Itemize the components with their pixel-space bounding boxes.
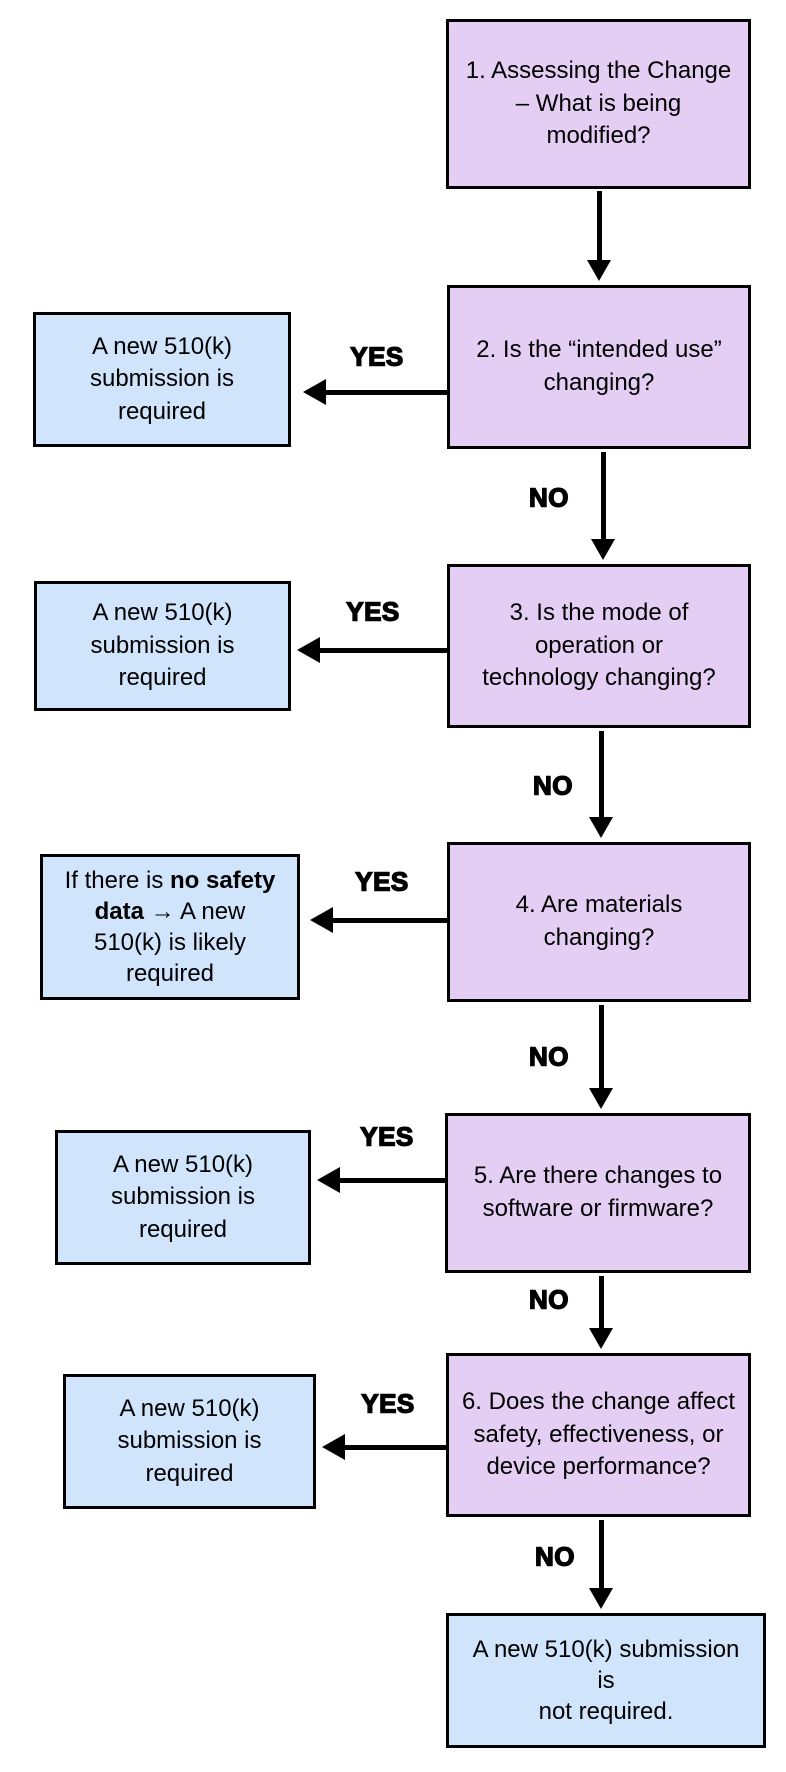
arrow-down-no-6 [589, 1520, 613, 1609]
arrow-down-1 [587, 191, 611, 281]
yes-arrow-5 [317, 1167, 445, 1193]
yes-arrow-3 [297, 637, 447, 663]
node-new-510k-required-1: A new 510(k) submission is required [33, 312, 291, 447]
node-intended-use-question: 2. Is the “intended use” changing? [447, 285, 751, 449]
arrow-shaft [345, 1444, 446, 1450]
arrow-shaft [596, 191, 602, 260]
arrow-shaft [600, 452, 606, 539]
no-label-6: NO [534, 1541, 575, 1572]
yes-label-3: YES [346, 596, 400, 627]
arrow-shaft [333, 917, 447, 923]
no-label-3: NO [532, 770, 573, 801]
arrow-head-icon [303, 379, 326, 405]
arrow-head-icon [591, 539, 615, 560]
arrow-head-icon [589, 1328, 613, 1349]
node-intended-use-question-text: 2. Is the “intended use” changing? [476, 336, 722, 396]
node-materials-question: 4. Are materials changing? [447, 842, 751, 1002]
no-label-5: NO [528, 1284, 569, 1315]
arrow-head-icon [589, 1588, 613, 1609]
node-no-safety-data-result-text: If there is no safety data → A new 510(k… [64, 866, 276, 988]
arrow-down-no-4 [589, 1005, 613, 1109]
arrow-shaft [598, 1005, 604, 1088]
node-mode-technology-question-text: 3. Is the mode of operation or technolog… [482, 599, 716, 692]
node-new-510k-required-3-text: A new 510(k) submission is required [110, 1150, 256, 1243]
arrow-shaft [598, 1276, 604, 1328]
arrow-down-no-2 [591, 452, 615, 560]
node-safety-effectiveness-question: 6. Does the change affect safety, effect… [446, 1353, 751, 1517]
arrow-head-icon [317, 1167, 340, 1193]
no-label-2: NO [528, 482, 569, 513]
no-label-4: NO [528, 1041, 569, 1072]
arrow-head-icon [589, 817, 613, 838]
yes-arrow-6 [322, 1434, 446, 1460]
yes-label-2: YES [350, 341, 404, 372]
yes-label-5: YES [360, 1121, 414, 1152]
yes-arrow-4 [310, 907, 447, 933]
node-new-510k-required-4: A new 510(k) submission is required [63, 1374, 316, 1509]
arrow-down-no-3 [589, 731, 613, 838]
node-assessing-change-text: 1. Assessing the Change – What is being … [465, 57, 732, 150]
yes-label-4: YES [355, 866, 409, 897]
node-new-510k-required-3: A new 510(k) submission is required [55, 1130, 311, 1265]
arrow-shaft [340, 1177, 445, 1183]
arrow-down-no-5 [589, 1276, 613, 1349]
arrow-head-icon [589, 1088, 613, 1109]
yes-arrow-2 [303, 379, 447, 405]
arrow-shaft [598, 1520, 604, 1588]
node-new-510k-required-2-text: A new 510(k) submission is required [90, 599, 235, 692]
node-software-firmware-question: 5. Are there changes to software or firm… [445, 1113, 751, 1273]
arrow-head-icon [310, 907, 333, 933]
arrow-head-icon [322, 1434, 345, 1460]
node-software-firmware-question-text: 5. Are there changes to software or firm… [473, 1162, 723, 1222]
node-510k-not-required-text: A new 510(k) submission is not required. [472, 1635, 740, 1726]
node-no-safety-data-result: If there is no safety data → A new 510(k… [40, 854, 300, 1000]
arrow-shaft [320, 647, 447, 653]
arrow-head-icon [297, 637, 320, 663]
arrow-shaft [326, 389, 447, 395]
node-safety-effectiveness-question-text: 6. Does the change affect safety, effect… [461, 1388, 736, 1481]
node-new-510k-required-1-text: A new 510(k) submission is required [89, 332, 235, 425]
node-materials-question-text: 4. Are materials changing? [515, 891, 683, 951]
node-mode-technology-question: 3. Is the mode of operation or technolog… [447, 564, 751, 728]
arrow-shaft [598, 731, 604, 817]
node-new-510k-required-4-text: A new 510(k) submission is required [117, 1394, 262, 1487]
node-new-510k-required-2: A new 510(k) submission is required [34, 581, 291, 711]
node-510k-not-required: A new 510(k) submission is not required. [446, 1613, 766, 1748]
node-assessing-change: 1. Assessing the Change – What is being … [446, 19, 751, 189]
arrow-head-icon [587, 260, 611, 281]
yes-label-6: YES [361, 1388, 415, 1419]
